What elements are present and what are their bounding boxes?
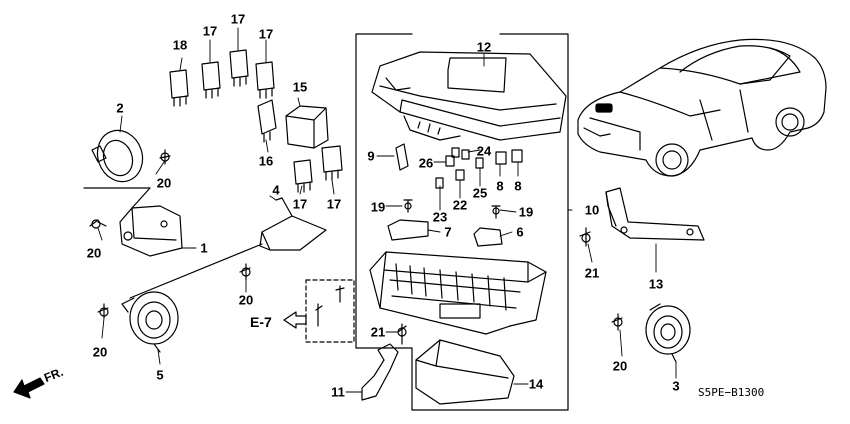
assembly-frame bbox=[355, 33, 569, 411]
callout-20: 20 bbox=[612, 358, 628, 374]
callout-23: 23 bbox=[432, 209, 448, 225]
section-reference: E-7 bbox=[250, 314, 272, 330]
callout-13: 13 bbox=[648, 276, 664, 292]
callout-17: 17 bbox=[258, 26, 274, 42]
callout-18: 18 bbox=[172, 37, 188, 53]
callout-24: 24 bbox=[476, 143, 492, 159]
front-direction-arrow bbox=[13, 377, 45, 399]
relays bbox=[169, 49, 343, 193]
lower-horn-assembly bbox=[97, 243, 263, 353]
callout-2: 2 bbox=[116, 100, 124, 116]
callout-17: 17 bbox=[292, 196, 308, 212]
bolt-21-lower bbox=[397, 323, 407, 345]
diagram-code: S5PE−B1300 bbox=[698, 386, 765, 399]
callout-4: 4 bbox=[272, 182, 280, 198]
bracket-11 bbox=[361, 343, 399, 401]
callout-17: 17 bbox=[202, 23, 218, 39]
callout-1: 1 bbox=[200, 240, 208, 256]
callout-21: 21 bbox=[584, 265, 600, 281]
callout-17: 17 bbox=[230, 11, 246, 27]
callout-17: 17 bbox=[326, 196, 342, 212]
callout-6: 6 bbox=[516, 224, 524, 240]
small-fuse-parts bbox=[387, 143, 523, 247]
callout-20: 20 bbox=[238, 292, 254, 308]
callout-25: 25 bbox=[472, 185, 488, 201]
arrow-to-e7 bbox=[283, 311, 307, 329]
callout-14: 14 bbox=[528, 376, 544, 392]
callout-10: 10 bbox=[584, 202, 600, 218]
leader-lines bbox=[97, 27, 677, 393]
callout-9: 9 bbox=[367, 148, 375, 164]
fuse-box-cover bbox=[371, 51, 567, 141]
callout-22: 22 bbox=[452, 197, 468, 213]
callout-11: 11 bbox=[331, 384, 345, 400]
callout-19: 19 bbox=[518, 204, 534, 220]
callout-12: 12 bbox=[476, 39, 492, 55]
callout-21: 21 bbox=[370, 324, 386, 340]
car-illustration bbox=[577, 38, 827, 177]
callout-19: 19 bbox=[370, 199, 386, 215]
detail-bolts bbox=[315, 285, 345, 327]
callout-26: 26 bbox=[418, 155, 434, 171]
callout-16: 16 bbox=[258, 153, 274, 169]
callout-8: 8 bbox=[514, 178, 522, 194]
fuse-box-base bbox=[369, 251, 547, 335]
callout-20: 20 bbox=[156, 175, 172, 191]
bracket-4 bbox=[259, 197, 327, 251]
callout-8: 8 bbox=[496, 178, 504, 194]
callout-3: 3 bbox=[672, 378, 680, 394]
callout-7: 7 bbox=[444, 224, 452, 240]
lower-cover bbox=[415, 339, 515, 405]
upper-horn-assembly bbox=[83, 129, 183, 257]
callout-5: 5 bbox=[156, 367, 164, 383]
callout-20: 20 bbox=[92, 344, 108, 360]
dashed-detail-box bbox=[305, 279, 355, 343]
right-horn-assembly bbox=[611, 303, 691, 363]
bracket-right bbox=[579, 187, 705, 247]
callout-15: 15 bbox=[292, 79, 308, 95]
callout-20: 20 bbox=[86, 245, 102, 261]
